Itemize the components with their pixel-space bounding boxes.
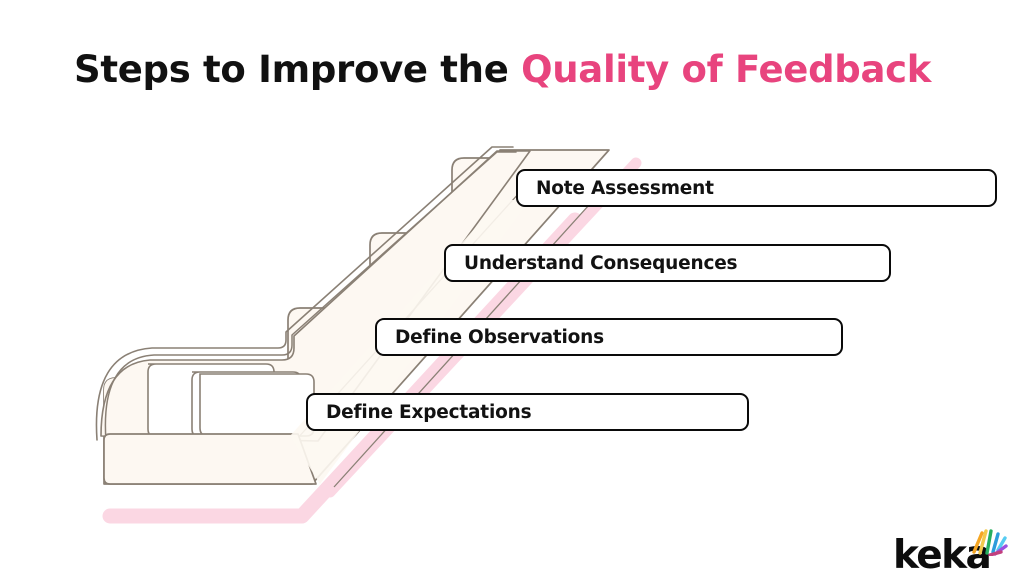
- handrail-rail-inner: [104, 151, 517, 442]
- step-label: Define Observations: [395, 326, 604, 348]
- keka-wordmark: keka: [893, 533, 992, 578]
- keka-spark-icon: [972, 529, 1008, 556]
- page-title: Steps to Improve the Quality of Feedback: [74, 48, 994, 91]
- base-plinth: [103, 433, 317, 485]
- title-primary-text: Steps to Improve the: [74, 48, 509, 91]
- step-label: Define Expectations: [326, 401, 532, 423]
- title-accent-text: Quality of Feedback: [521, 48, 932, 91]
- step-label: Note Assessment: [536, 177, 714, 199]
- step-box-define-expectations[interactable]: Define Expectations: [306, 393, 749, 431]
- keka-logo: keka: [893, 522, 1008, 578]
- handrail-rail: [95, 146, 514, 441]
- step-box-define-observations[interactable]: Define Observations: [375, 318, 843, 356]
- step-box-understand-consequences[interactable]: Understand Consequences: [444, 244, 891, 282]
- tread-panel-right: [199, 373, 315, 437]
- step-label: Understand Consequences: [464, 252, 738, 274]
- step-box-note-assessment[interactable]: Note Assessment: [516, 169, 997, 207]
